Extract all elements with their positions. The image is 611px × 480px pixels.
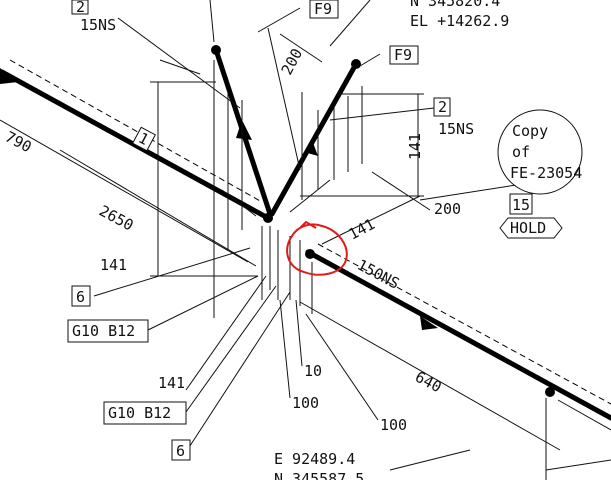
copy-stamp-line2: of [512, 143, 530, 161]
dim-141-right-vertical: 141 [406, 133, 424, 160]
node-right [545, 387, 555, 397]
dim-100-b: 100 [380, 416, 407, 434]
dim-200-mid: 200 [278, 46, 307, 78]
hold-tag: HOLD [510, 219, 546, 237]
tag-g10-upper: G10 B12 [72, 322, 135, 340]
revision-cloud-markup [286, 220, 348, 276]
tag-6-bottom: 6 [176, 442, 185, 460]
dim-2650: 2650 [96, 202, 136, 235]
tag-box-f9-right [389, 45, 419, 65]
tag-g10-lower: G10 B12 [108, 404, 171, 422]
tag-f9-right: F9 [394, 46, 412, 64]
tag-box-6-bottom [171, 439, 191, 461]
size-150ns: 150NS [354, 256, 402, 293]
tag-6-left: 6 [76, 288, 85, 306]
node-top-left [211, 45, 221, 55]
tag-15: 15 [512, 196, 530, 214]
tag-box-g10-upper [67, 319, 149, 343]
branch-arrow-right-icon [304, 140, 318, 156]
tag-box-1 [132, 126, 156, 152]
main-pipe-right [305, 249, 611, 421]
dim-790: 790 [2, 128, 34, 157]
coord-bottom-e: E 92489.4 [274, 450, 355, 468]
tag-box-g10-lower [103, 401, 187, 425]
copy-stamp-line1: Copy [512, 122, 548, 140]
flow-arrow-left-icon [0, 68, 18, 84]
tag-box-2-top [71, 0, 89, 15]
coord-top-n: N 345820.4 [410, 0, 500, 10]
node-top-right [351, 59, 361, 69]
flow-arrow-right-icon [420, 316, 438, 330]
tag-f9-top: F9 [314, 0, 332, 18]
copy-stamp-line3: FE-23054 [510, 164, 582, 182]
node-reducer [305, 249, 315, 259]
dim-640: 640 [412, 368, 444, 397]
tag-2-top: 2 [76, 0, 85, 16]
branch-arrow-left-icon [236, 120, 252, 140]
pipe-outline-b [317, 243, 611, 405]
leader-lines [93, 0, 549, 471]
dim-200-right: 200 [434, 200, 461, 218]
size-15ns-top: 15NS [80, 16, 116, 34]
tee-node [263, 213, 273, 223]
tag-box-15 [509, 193, 533, 215]
dimension-lines [0, 33, 611, 480]
copy-stamp-circle [497, 109, 583, 195]
dim-141-bottom: 141 [158, 374, 185, 392]
size-15ns-right: 15NS [438, 120, 474, 138]
main-pipe-left [0, 69, 271, 221]
tag-2-right: 2 [438, 98, 447, 116]
branch-pipe-right [269, 61, 359, 217]
dim-10: 10 [304, 362, 322, 380]
coord-top-el: EL +14262.9 [410, 12, 509, 30]
dim-141-left: 141 [100, 256, 127, 274]
tag-box-2-right [433, 97, 451, 117]
coord-bottom-n: N 345587.5 [274, 470, 364, 480]
tag-box-f9-top [309, 0, 339, 19]
pipe-outline-a [9, 59, 263, 203]
hold-tag-shape [499, 217, 563, 239]
dim-100-a: 100 [292, 394, 319, 412]
tag-box-6-left [71, 285, 91, 307]
